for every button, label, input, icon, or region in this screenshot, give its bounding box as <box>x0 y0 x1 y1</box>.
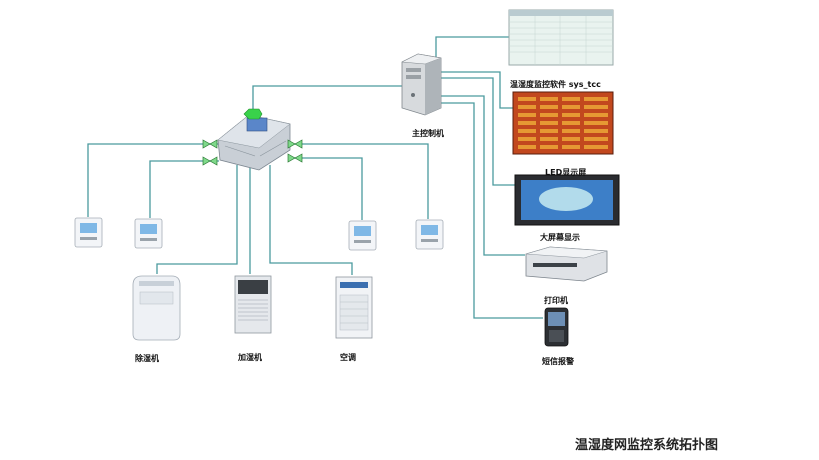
link-server-printer <box>441 95 525 256</box>
dehumidifier-icon <box>132 275 181 341</box>
tv-icon <box>514 174 620 226</box>
link-server-phone <box>441 102 543 319</box>
dehumidifier-label: 除湿机 <box>135 354 159 363</box>
printer-label: 打印机 <box>544 296 568 305</box>
sms-label: 短信报警 <box>542 357 574 366</box>
link-controller-ac <box>269 165 353 275</box>
led-label: LED显示屏 <box>545 168 587 177</box>
link-controller-thermostat-3 <box>288 157 363 220</box>
valve-icon <box>202 139 303 166</box>
green-connector-icon <box>243 108 263 120</box>
phone-icon <box>544 307 569 347</box>
humidifier-icon <box>234 275 272 334</box>
link-controller-dehumidifier <box>156 165 238 274</box>
link-controller-thermostat-4 <box>288 143 429 219</box>
link-server-controller <box>252 85 402 110</box>
printer-icon <box>525 246 608 282</box>
tv-label: 大屏幕显示 <box>540 233 580 242</box>
link-server-software <box>435 36 510 60</box>
software-window-icon <box>508 9 614 66</box>
link-controller-thermostat-1 <box>87 143 219 217</box>
controller-icon <box>217 114 291 171</box>
link-server-tv <box>441 77 516 186</box>
connection-lines <box>87 36 543 319</box>
link-controller-thermostat-2 <box>149 160 219 218</box>
pc-tower-icon <box>401 53 442 116</box>
link-server-led <box>441 71 513 109</box>
ac-label: 空调 <box>340 353 356 362</box>
software-label: 温湿度监控软件 sys_tcc <box>510 80 601 89</box>
air-conditioner-icon <box>335 276 373 339</box>
led-panel-icon <box>512 91 614 155</box>
server-label: 主控制机 <box>412 129 444 138</box>
humidifier-label: 加湿机 <box>238 353 262 362</box>
diagram-title: 温湿度网监控系统拓扑图 <box>575 438 719 453</box>
thermostat-icon <box>74 217 444 251</box>
